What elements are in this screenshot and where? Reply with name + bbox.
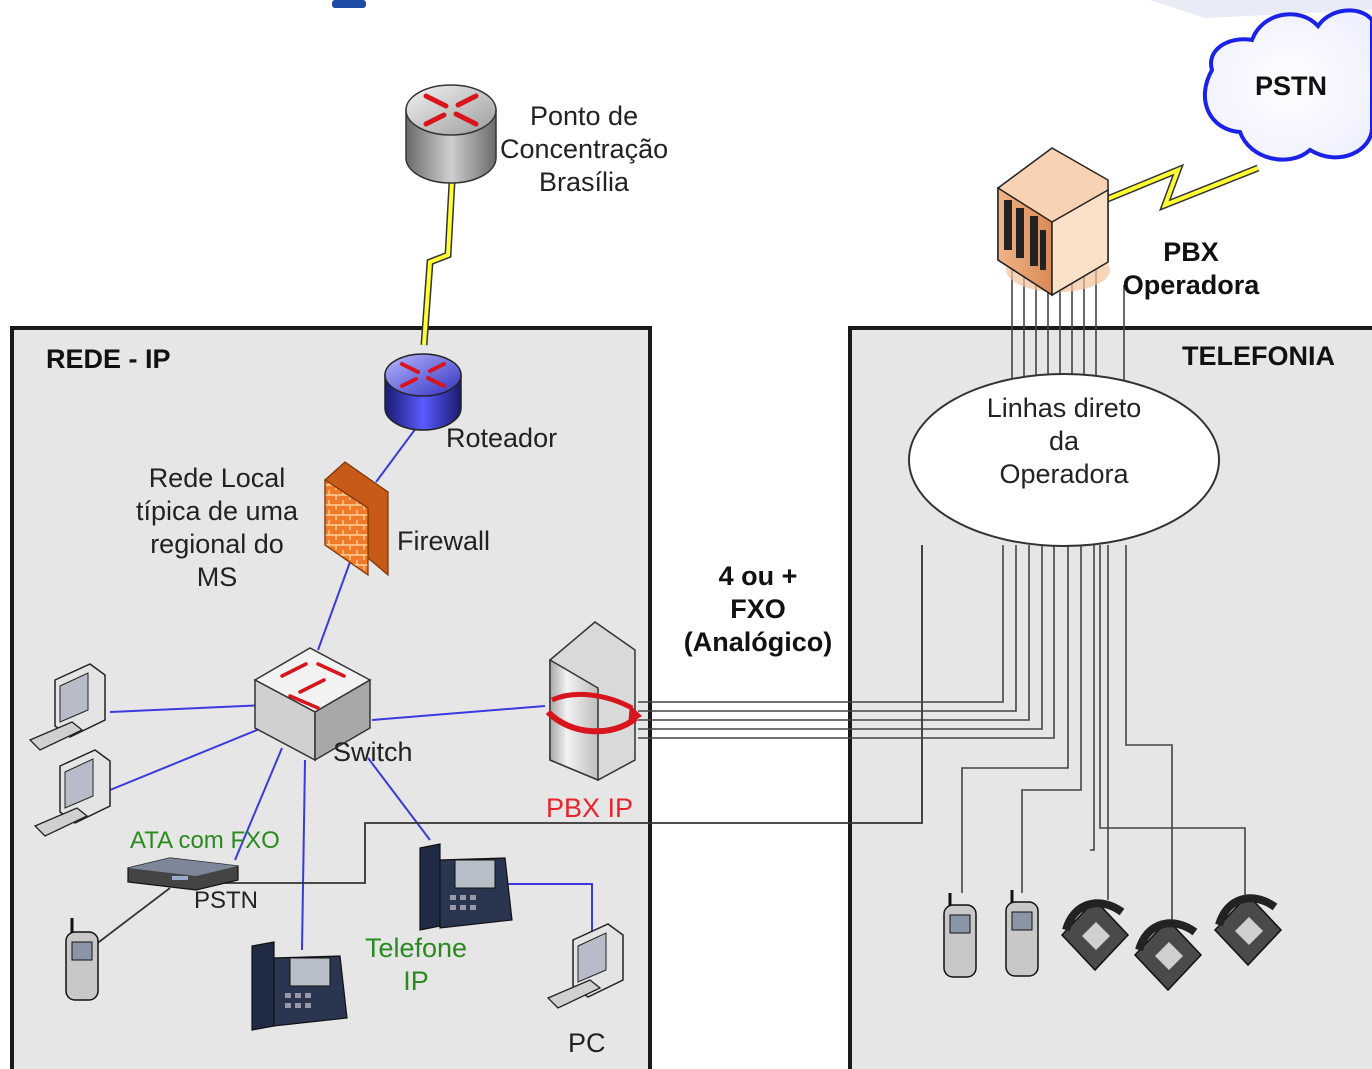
wan-link-inner: [422, 181, 454, 346]
ip-phone-label-line: IP: [403, 965, 429, 996]
firewall-label: Firewall: [397, 526, 491, 556]
lan-description-line: regional do: [150, 528, 284, 559]
ip-phone-label-line: Telefone: [364, 933, 468, 963]
lan-description-line: típica de uma: [135, 495, 299, 526]
pc-icon: [33, 749, 111, 837]
desk-phone-icon: [1060, 898, 1130, 972]
pc-icon: [546, 923, 624, 1009]
router-label: Roteador: [446, 423, 558, 453]
telefonia-title: TELEFONIA: [1182, 341, 1335, 371]
ip-phone-label: Telefone IP: [356, 932, 476, 998]
concentration-point-line: Concentração: [500, 133, 669, 164]
firewall-icon: [324, 461, 389, 577]
ip-phone-icon: [251, 941, 348, 1031]
router-icon: [384, 353, 462, 431]
concentration-router-icon: [405, 84, 497, 184]
concentration-point-line: Brasília: [539, 166, 630, 197]
concentration-point-label: Ponto de Concentração Brasília: [500, 100, 668, 199]
pbx-ip-icon: [545, 621, 642, 782]
fxo-link-line: 4 ou +: [718, 561, 798, 591]
pstn-port-label: PSTN: [194, 887, 259, 914]
operator-lines-ellipse: [908, 373, 1220, 547]
pc-icon: [28, 663, 106, 751]
operator-lines-line: Operadora: [999, 458, 1129, 489]
pstn-link-inner: [1104, 166, 1259, 209]
pbx-ip-label: PBX IP: [546, 793, 634, 823]
operator-lines-label: Linhas direto da Operadora: [964, 392, 1164, 491]
lan-description: Rede Local típica de uma regional do MS: [122, 462, 312, 594]
ata-lines: [94, 545, 923, 946]
header-decoration: [1150, 0, 1372, 18]
lan-description-line: MS: [196, 561, 238, 592]
ip-phone-icon: [419, 843, 513, 931]
fxo-lines: [638, 545, 1055, 739]
telefonia-lines: [961, 545, 1246, 920]
ata-device-icon: [127, 857, 239, 891]
mobile-phone-icon: [1005, 890, 1039, 977]
switch-icon: [253, 647, 372, 762]
switch-label: Switch: [333, 737, 413, 767]
fxo-link-line: FXO: [730, 593, 786, 624]
desk-phone-icon: [1133, 918, 1203, 992]
concentration-point-line: Ponto de: [530, 101, 639, 131]
operator-lines-line: Linhas direto: [986, 393, 1142, 423]
lan-description-line: Rede Local: [148, 463, 286, 493]
rede-ip-title: REDE - IP: [46, 344, 171, 374]
fxo-link-line: (Analógico): [683, 626, 833, 657]
pstn-cloud-label: PSTN: [1255, 71, 1328, 101]
pbx-operadora-label: PBX Operadora: [1116, 236, 1266, 302]
ata-label: ATA com FXO: [130, 827, 280, 854]
pbx-operadora-line: PBX: [1163, 237, 1219, 267]
mobile-phone-icon: [943, 893, 977, 978]
pc-label: PC: [568, 1028, 606, 1058]
fxo-link-label: 4 ou + FXO (Analógico): [668, 560, 848, 659]
desk-phone-icon: [1213, 893, 1283, 967]
pbx-operadora-icon: [997, 147, 1110, 297]
operator-lines-line: da: [1048, 425, 1080, 456]
mobile-phone-icon: [65, 918, 99, 1001]
logo-fragment: [332, 0, 366, 8]
pbx-operadora-line: Operadora: [1122, 269, 1260, 300]
